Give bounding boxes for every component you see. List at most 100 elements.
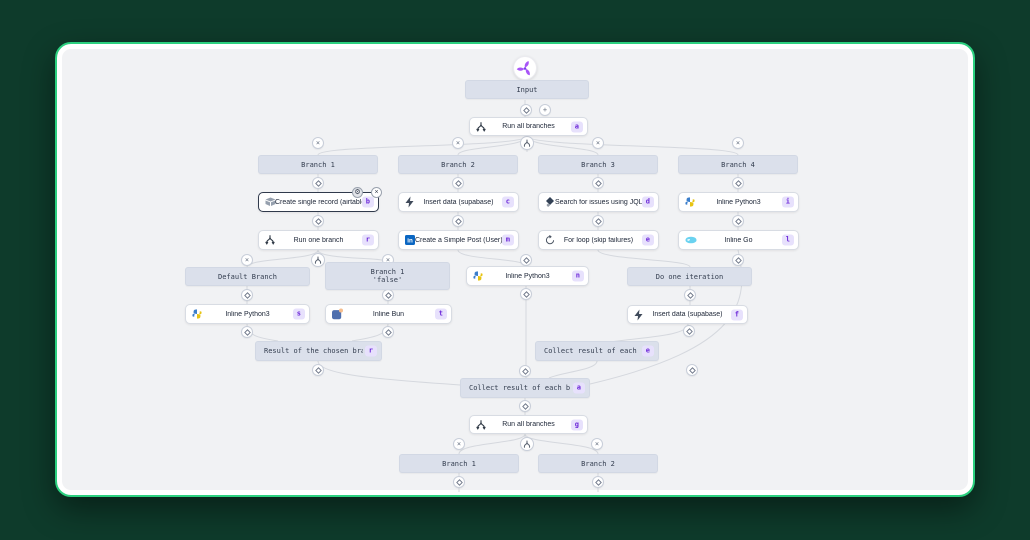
loop-icon [545, 235, 555, 245]
node-label: Branch 2 [581, 459, 615, 468]
diamond-connector[interactable] [312, 364, 324, 376]
diamond-icon [521, 367, 529, 375]
cross-connector[interactable]: × [592, 137, 604, 149]
diamond-connector[interactable] [520, 254, 532, 266]
diamond-icon [594, 217, 602, 225]
diamond-icon [594, 179, 602, 187]
diamond-connector[interactable] [592, 215, 604, 227]
diamond-icon [243, 328, 251, 336]
node-label: Inline Python3 [225, 310, 270, 318]
branch-hub-connector[interactable] [311, 253, 325, 267]
branch-hub-connector[interactable] [520, 437, 534, 451]
python-icon [685, 197, 695, 207]
diamond-icon [243, 291, 251, 299]
node-branch-3[interactable]: Branch 3 [538, 155, 658, 174]
diamond-connector[interactable] [732, 215, 744, 227]
jira-icon [545, 197, 555, 207]
node-start[interactable] [513, 56, 537, 80]
diamond-connector[interactable] [520, 288, 532, 300]
diamond-connector[interactable] [592, 177, 604, 189]
cross-icon: × [244, 255, 250, 264]
diamond-connector[interactable] [684, 289, 696, 301]
branch-hub-icon [523, 139, 531, 148]
diamond-connector[interactable] [592, 476, 604, 488]
node-label: Collect result of each branch [469, 384, 571, 392]
node-label: Branch 1 [301, 160, 335, 169]
node-default-branch[interactable]: Default Branch [185, 267, 310, 286]
diamond-icon [686, 291, 694, 299]
supabase-icon [405, 196, 414, 208]
node-collect-a[interactable]: Collect result of each brancha [460, 378, 590, 398]
cross-connector[interactable]: × [312, 137, 324, 149]
diamond-connector[interactable] [732, 254, 744, 266]
cross-connector[interactable]: × [453, 438, 465, 450]
step-id-badge: f [730, 309, 743, 320]
diamond-connector[interactable] [520, 104, 532, 116]
diamond-connector[interactable] [452, 177, 464, 189]
step-id-badge: a [570, 121, 583, 132]
diamond-connector[interactable] [452, 215, 464, 227]
diamond-connector[interactable] [382, 289, 394, 301]
branches-icon [265, 235, 275, 246]
step-id-badge: s [292, 308, 305, 320]
diamond-connector[interactable] [241, 326, 253, 338]
diamond-connector[interactable] [519, 400, 531, 412]
step-id-badge: e [641, 234, 654, 246]
plus-connector[interactable]: + [539, 104, 551, 116]
bun-icon [332, 308, 343, 320]
diamond-connector[interactable] [453, 476, 465, 488]
node-jira-d[interactable]: Search for issues using JQL (...d [538, 192, 659, 212]
node-branch-1-false[interactable]: Branch 1'false' [325, 262, 450, 290]
node-branch-1[interactable]: Branch 1 [258, 155, 378, 174]
diamond-connector[interactable] [312, 215, 324, 227]
diamond-connector[interactable] [241, 289, 253, 301]
node-branch-2-b[interactable]: Branch 2 [538, 454, 658, 473]
diamond-icon [314, 366, 322, 374]
node-label: Run one branch [293, 236, 344, 244]
diamond-connector[interactable] [382, 326, 394, 338]
node-branch-1-b[interactable]: Branch 1 [399, 454, 519, 473]
cross-connector[interactable]: × [591, 438, 603, 450]
node-label: Create a Simple Post (User) (... [415, 236, 502, 244]
cross-connector[interactable]: × [732, 137, 744, 149]
node-branch-2[interactable]: Branch 2 [398, 155, 518, 174]
node-supabase-f[interactable]: Insert data (supabase)f [627, 305, 748, 324]
diamond-icon [522, 106, 530, 114]
diamond-connector[interactable] [312, 177, 324, 189]
cross-connector[interactable]: × [452, 137, 464, 149]
node-branch-4[interactable]: Branch 4 [678, 155, 798, 174]
node-label: Branch 1'false' [370, 268, 405, 284]
diamond-connector[interactable] [732, 177, 744, 189]
node-remove-button[interactable]: × [371, 186, 382, 198]
node-python-s[interactable]: Inline Python3 s [185, 304, 310, 324]
node-label: Branch 4 [721, 160, 755, 169]
diamond-connector[interactable] [683, 325, 695, 337]
cross-connector[interactable]: × [241, 254, 253, 266]
branch-hub-connector[interactable] [520, 136, 534, 150]
diamond-connector[interactable] [686, 364, 698, 376]
airtable-icon [265, 197, 276, 207]
branches-icon [476, 121, 486, 132]
node-supabase-c[interactable]: Insert data (supabase)c [398, 192, 519, 212]
node-input[interactable]: Input [465, 80, 589, 99]
node-airtable-b[interactable]: Create single record (airtable)b⚙× [258, 186, 382, 212]
node-label: Inline Bun [372, 310, 405, 318]
node-collect-e[interactable]: Collect result of each iterate [535, 341, 659, 361]
cross-icon: × [595, 138, 601, 147]
node-settings-button[interactable]: ⚙ [352, 186, 363, 198]
node-label: Run all branches [502, 421, 555, 428]
node-forloop-e[interactable]: For loop (skip failures)e [538, 230, 659, 250]
diamond-icon [688, 366, 696, 374]
diamond-connector[interactable] [519, 365, 531, 377]
node-do-one-iteration[interactable]: Do one iteration [627, 267, 752, 286]
